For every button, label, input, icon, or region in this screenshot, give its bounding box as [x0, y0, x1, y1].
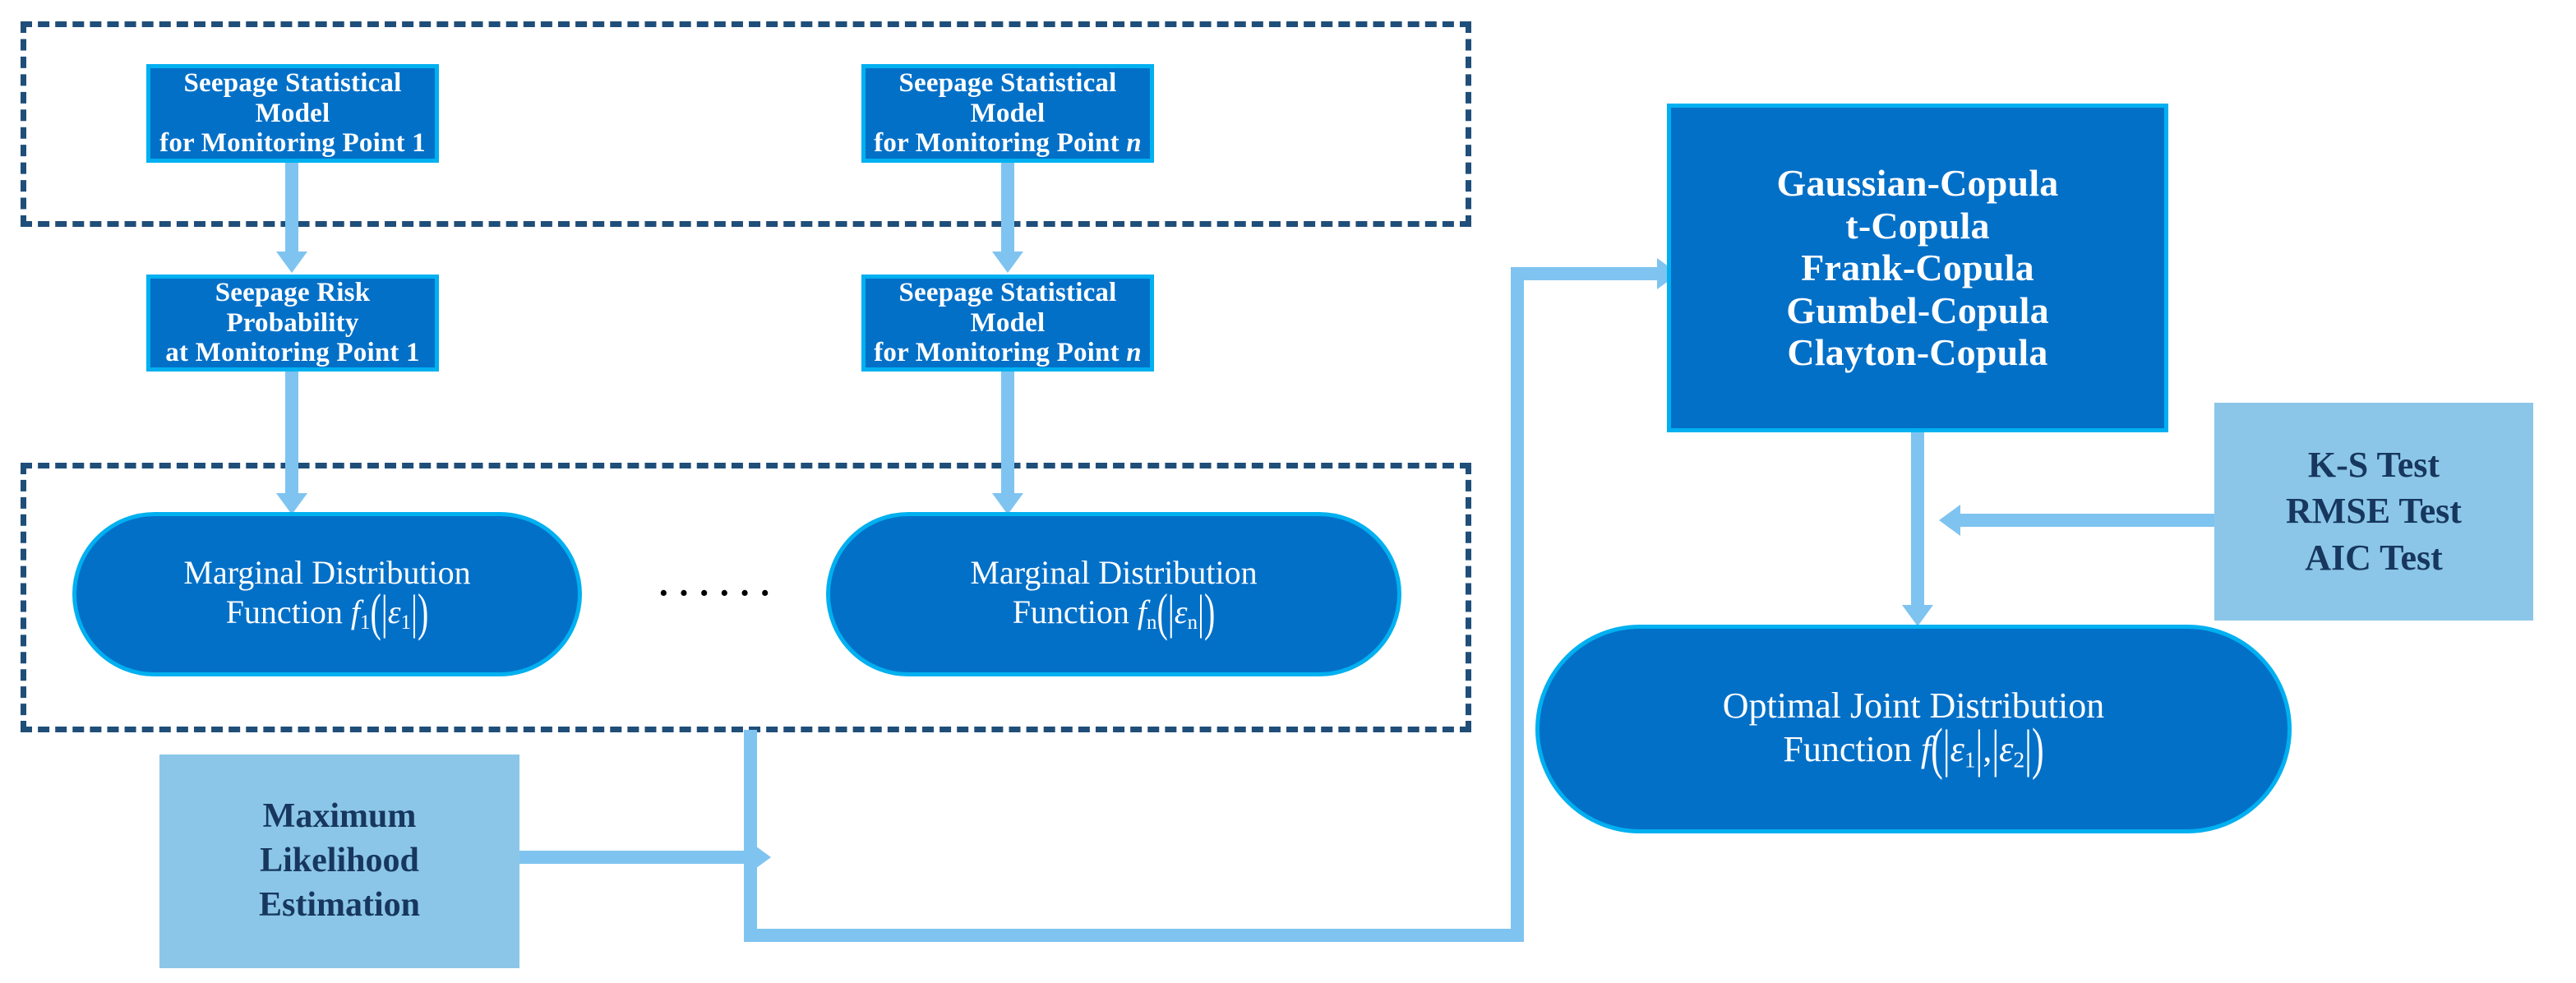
node-optimal-joint-eps-2: ε: [1999, 728, 2014, 769]
connector-modeln-to-modeln2: [1001, 163, 1014, 252]
connector-tests-to-link-arrowhead: [1939, 505, 1960, 536]
node-marginal-1-func-sub: 1: [360, 611, 371, 635]
connector-modeln-to-modeln2-arrowhead: [992, 252, 1023, 273]
connector-modeln2-to-marginaln-arrowhead: [992, 493, 1023, 515]
node-marginal-n-func: f: [1137, 593, 1147, 631]
node-model-point-n-second-line2-text: for Monitoring Point: [874, 338, 1119, 368]
connector-feeder-vertical: [744, 730, 757, 942]
bottom-dashed-group: [21, 463, 1471, 732]
node-optimal-joint-separator: ,: [1983, 728, 1992, 769]
ellipsis-dots: ······: [658, 573, 780, 613]
node-model-point-n-line2-italic: n: [1126, 128, 1142, 159]
connector-tests-to-link: [1960, 514, 2214, 527]
node-model-point-1-line2: for Monitoring Point 1: [159, 128, 426, 159]
node-marginal-distribution-n[interactable]: Marginal Distribution Function fn(|εn|): [826, 512, 1401, 676]
copula-item-2: Frank-Copula: [1801, 247, 2034, 289]
node-optimal-joint-line2: Function f(|ε1|,|ε2|): [1783, 716, 2044, 781]
node-optimal-joint-distribution[interactable]: Optimal Joint Distribution Function f(|ε…: [1535, 625, 2292, 833]
connector-mle-to-feeder: [519, 851, 750, 864]
copula-item-3: Gumbel-Copula: [1786, 288, 2049, 331]
connector-right-riser: [1511, 267, 1524, 942]
node-marginal-1-function-label: Function: [225, 593, 343, 631]
connector-risk1-to-marginal1: [285, 372, 298, 493]
node-model-point-1[interactable]: Seepage Statistical Model for Monitoring…: [146, 64, 439, 163]
test-item-1: RMSE Test: [2286, 491, 2462, 532]
node-model-point-n-line1: Seepage Statistical Model: [898, 67, 1117, 128]
node-marginal-1-line1: Marginal Distribution: [183, 554, 471, 592]
node-marginal-1-eps-sub: 1: [400, 611, 411, 635]
node-marginal-n-function-label: Function: [1012, 593, 1129, 631]
copula-item-0: Gaussian-Copula: [1776, 162, 2059, 205]
test-item-2: AIC Test: [2305, 537, 2443, 578]
node-optimal-joint-func: f: [1920, 728, 1932, 769]
node-model-point-n-line2-text: for Monitoring Point: [874, 128, 1119, 159]
node-marginal-1-line2: Function f1(|ε1|): [225, 582, 429, 642]
node-optimal-joint-eps-sub-2: 2: [2013, 747, 2025, 773]
node-optimal-joint-function-label: Function: [1783, 728, 1912, 769]
connector-riser-to-copula: [1511, 267, 1660, 280]
node-marginal-n-line1: Marginal Distribution: [970, 554, 1258, 592]
node-marginal-n-eps: ε: [1174, 593, 1188, 631]
node-model-point-n-second-line2-italic: n: [1126, 338, 1142, 368]
node-model-point-1-line1: Seepage Statistical Model: [183, 67, 402, 128]
node-risk-probability-1-line2: at Monitoring Point 1: [165, 338, 420, 368]
node-marginal-n-line2: Function fn(|εn|): [1012, 582, 1216, 642]
node-model-point-n[interactable]: Seepage Statistical Model for Monitoring…: [861, 64, 1154, 163]
node-marginal-n-eps-sub: n: [1187, 611, 1198, 635]
node-risk-probability-1[interactable]: Seepage Risk Probability at Monitoring P…: [146, 275, 439, 372]
node-marginal-n-func-sub: n: [1147, 611, 1157, 635]
top-dashed-group: [21, 21, 1471, 227]
connector-modeln2-to-marginaln: [1001, 372, 1014, 493]
connector-risk1-to-marginal1-arrowhead: [276, 493, 307, 515]
node-mle-line2: Likelihood: [260, 842, 419, 880]
node-model-point-n-line2: for Monitoring Point n: [874, 128, 1142, 159]
connector-model1-to-risk1: [285, 163, 298, 252]
node-marginal-distribution-1[interactable]: Marginal Distribution Function f1(|ε1|): [72, 512, 582, 676]
test-item-0: K-S Test: [2307, 445, 2440, 486]
node-model-point-n-second-line1: Seepage Statistical Model: [898, 277, 1117, 338]
connector-model1-to-risk1-arrowhead: [276, 252, 307, 273]
node-mle-line3: Estimation: [258, 885, 420, 924]
copula-item-4: Clayton-Copula: [1787, 331, 2048, 374]
node-marginal-1-func: f: [350, 593, 361, 631]
node-optimal-joint-line1: Optimal Joint Distribution: [1722, 685, 2105, 726]
connector-copula-to-optimal-arrowhead: [1902, 605, 1933, 626]
copula-item-1: t-Copula: [1845, 204, 1990, 247]
node-mle-line1: Maximum: [262, 797, 417, 836]
node-copula-candidates[interactable]: Gaussian-Copula t-Copula Frank-Copula Gu…: [1667, 104, 2168, 432]
node-model-point-n-second[interactable]: Seepage Statistical Model for Monitoring…: [861, 275, 1154, 372]
node-marginal-1-eps: ε: [387, 593, 401, 631]
ellipsis-between-marginals: ······: [658, 575, 779, 611]
node-model-point-n-second-line2: for Monitoring Point n: [874, 338, 1142, 368]
node-maximum-likelihood-estimation[interactable]: Maximum Likelihood Estimation: [159, 755, 519, 968]
node-goodness-of-fit-tests[interactable]: K-S Test RMSE Test AIC Test: [2214, 403, 2533, 621]
node-risk-probability-1-line1: Seepage Risk Probability: [215, 277, 371, 338]
connector-bottom-rail: [744, 929, 1524, 942]
node-optimal-joint-eps-sub-1: 1: [1964, 747, 1976, 773]
connector-copula-to-optimal: [1911, 432, 1924, 605]
node-optimal-joint-eps-1: ε: [1950, 728, 1964, 769]
